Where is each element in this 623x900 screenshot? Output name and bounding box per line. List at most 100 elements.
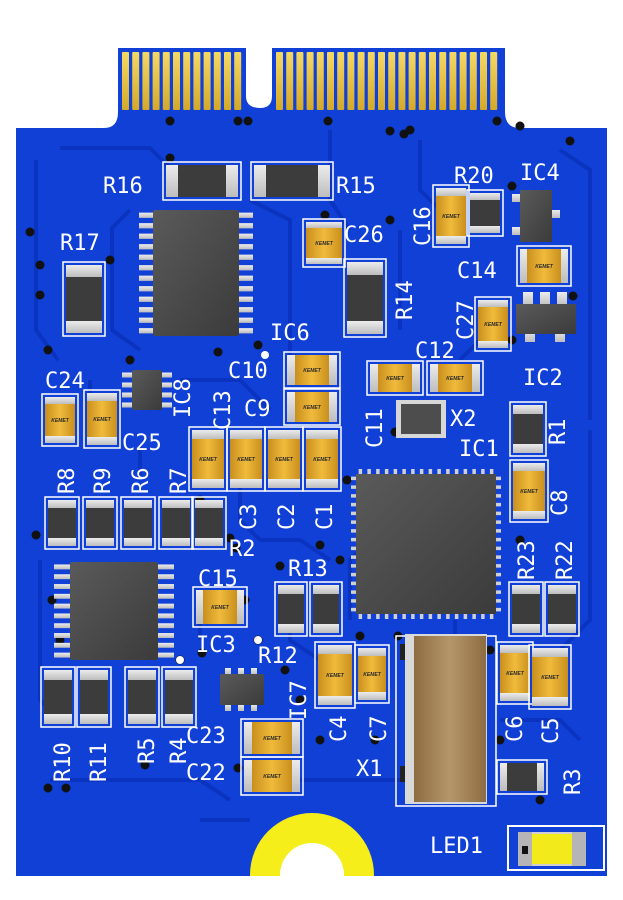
capacitor: KEMET bbox=[188, 426, 228, 492]
gold-finger bbox=[152, 52, 160, 110]
capacitor: KEMET bbox=[314, 641, 356, 709]
via bbox=[320, 210, 330, 220]
kemet-mark: KEMET bbox=[506, 671, 524, 677]
refdes-c2: C2 bbox=[275, 504, 300, 531]
kemet-mark: KEMET bbox=[535, 264, 553, 270]
refdes-c1: C1 bbox=[313, 504, 338, 531]
gold-finger bbox=[183, 52, 191, 110]
via bbox=[405, 125, 415, 135]
refdes-c4: C4 bbox=[327, 716, 352, 743]
gold-finger bbox=[378, 52, 385, 110]
refdes-r23: R23 bbox=[515, 540, 540, 580]
capacitor: KEMET bbox=[496, 641, 534, 705]
capacitor: KEMET bbox=[283, 388, 341, 426]
via bbox=[370, 735, 380, 745]
kemet-mark: KEMET bbox=[541, 675, 559, 681]
refdes-c9: C9 bbox=[244, 397, 271, 422]
edge-connector bbox=[122, 52, 498, 110]
refdes-led1: LED1 bbox=[430, 834, 483, 859]
refdes-r14: R14 bbox=[393, 280, 418, 320]
gold-finger bbox=[286, 52, 294, 110]
kemet-mark: KEMET bbox=[326, 673, 344, 679]
refdes-r3: R3 bbox=[561, 769, 586, 796]
via bbox=[295, 695, 305, 705]
via bbox=[165, 153, 175, 163]
refdes-r6: R6 bbox=[129, 468, 154, 495]
via bbox=[565, 136, 575, 146]
refdes-c22: C22 bbox=[186, 761, 226, 786]
via bbox=[355, 631, 365, 641]
kemet-mark: KEMET bbox=[313, 457, 331, 463]
kemet-mark: KEMET bbox=[315, 241, 333, 247]
via bbox=[275, 561, 285, 571]
gold-finger bbox=[213, 52, 221, 110]
gold-finger bbox=[480, 52, 487, 110]
refdes-r16: R16 bbox=[103, 174, 143, 199]
resistor bbox=[76, 666, 112, 728]
resistor bbox=[162, 161, 242, 201]
refdes-ic4: IC4 bbox=[520, 161, 560, 186]
via bbox=[280, 665, 290, 675]
resistor bbox=[509, 401, 547, 457]
refdes-c25: C25 bbox=[122, 431, 162, 456]
gold-finger bbox=[459, 52, 467, 110]
refdes-r22: R22 bbox=[553, 540, 578, 580]
pin1-marker bbox=[261, 351, 269, 359]
refdes-c27: C27 bbox=[454, 300, 479, 340]
refdes-ic2: IC2 bbox=[523, 366, 563, 391]
gold-finger bbox=[408, 52, 416, 110]
via bbox=[342, 475, 352, 485]
refdes-c6: C6 bbox=[503, 716, 528, 743]
via bbox=[495, 735, 505, 745]
kemet-mark: KEMET bbox=[520, 489, 538, 495]
capacitor: KEMET bbox=[528, 644, 572, 710]
resistor bbox=[124, 666, 160, 728]
kemet-mark: KEMET bbox=[442, 214, 460, 220]
kemet-mark: KEMET bbox=[386, 376, 404, 382]
via bbox=[323, 116, 333, 126]
refdes-r10: R10 bbox=[51, 742, 76, 782]
ic-ic6 bbox=[139, 210, 253, 336]
refdes-r4: R4 bbox=[167, 738, 192, 765]
refdes-c12: C12 bbox=[415, 339, 455, 364]
resistor bbox=[120, 496, 156, 550]
refdes-r1: R1 bbox=[546, 419, 571, 446]
via bbox=[213, 347, 223, 357]
refdes-ic7: IC7 bbox=[287, 680, 312, 720]
mounting-hole bbox=[16, 813, 607, 900]
via bbox=[140, 760, 150, 770]
capacitor: KEMET bbox=[240, 756, 304, 796]
ic-ic1 bbox=[351, 469, 501, 619]
refdes-c10: C10 bbox=[228, 359, 268, 384]
gold-finger bbox=[193, 52, 201, 110]
gold-finger bbox=[306, 52, 314, 110]
gold-finger bbox=[162, 52, 170, 110]
kemet-mark: KEMET bbox=[93, 417, 111, 423]
capacitor: KEMET bbox=[474, 296, 512, 352]
via bbox=[335, 555, 345, 565]
via bbox=[43, 783, 53, 793]
gold-finger bbox=[357, 52, 365, 110]
gold-finger bbox=[418, 52, 426, 110]
refdes-c26: C26 bbox=[344, 223, 384, 248]
gold-finger bbox=[388, 52, 396, 110]
gold-finger bbox=[316, 52, 324, 110]
via bbox=[125, 355, 135, 365]
kemet-mark: KEMET bbox=[363, 672, 381, 678]
gold-finger bbox=[449, 52, 457, 110]
gold-finger bbox=[347, 52, 355, 110]
gold-finger bbox=[203, 52, 211, 110]
refdes-c24: C24 bbox=[45, 369, 85, 394]
via bbox=[25, 227, 35, 237]
via bbox=[35, 290, 45, 300]
kemet-mark: KEMET bbox=[303, 405, 321, 411]
capacitor: KEMET bbox=[302, 426, 342, 492]
resistor bbox=[62, 261, 106, 337]
capacitor: KEMET bbox=[516, 245, 572, 287]
kemet-mark: KEMET bbox=[237, 457, 255, 463]
ic-ic8 bbox=[122, 370, 172, 410]
resistor bbox=[343, 258, 387, 338]
capacitor: KEMET bbox=[432, 184, 470, 248]
gold-finger bbox=[398, 52, 406, 110]
